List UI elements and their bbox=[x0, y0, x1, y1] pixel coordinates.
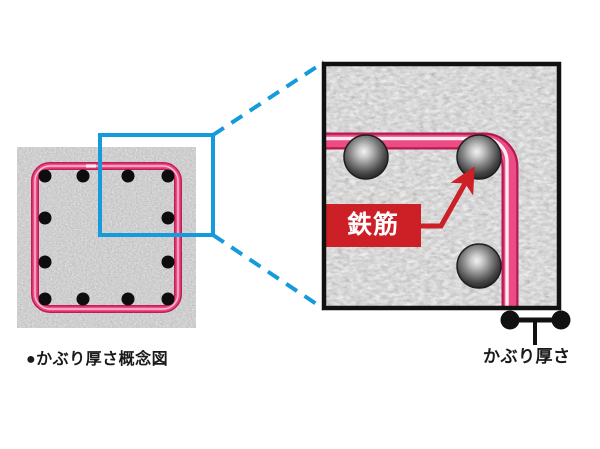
cover-thickness-caption: かぶり厚さ bbox=[483, 347, 571, 366]
cover-thickness-dimension bbox=[500, 310, 571, 345]
rebar-dot bbox=[161, 169, 175, 183]
rebar-dot bbox=[38, 292, 52, 306]
rebar-dot bbox=[161, 292, 175, 306]
overview-stirrup bbox=[31, 162, 182, 313]
rebar-dot bbox=[161, 255, 175, 269]
rebar-sphere-corner bbox=[456, 134, 502, 180]
rebar-dot bbox=[38, 211, 52, 225]
dimension-dot-left bbox=[500, 310, 520, 330]
rebar-dot bbox=[38, 255, 52, 269]
rebar-dot bbox=[76, 292, 90, 306]
lower-connector-line bbox=[211, 233, 326, 311]
rebar-callout-arrow bbox=[421, 166, 475, 229]
overview-caption: ●かぶり厚さ概念図 bbox=[26, 351, 169, 368]
overview-section bbox=[17, 133, 215, 328]
detail-section bbox=[321, 61, 562, 311]
rebar-dot bbox=[38, 169, 52, 183]
rebar-dot bbox=[76, 169, 90, 183]
zoom-connector-lines bbox=[211, 60, 326, 311]
rebar-sphere-left bbox=[343, 134, 389, 180]
overview-rebar-dots bbox=[38, 169, 175, 306]
dimension-dot-right bbox=[551, 310, 571, 330]
rebar-dot bbox=[121, 292, 135, 306]
upper-connector-line bbox=[211, 60, 326, 137]
detail-panel-frame bbox=[321, 61, 562, 311]
rebar-dot bbox=[121, 169, 135, 183]
rebar-callout-box bbox=[325, 204, 421, 247]
rebar-dot bbox=[161, 211, 175, 225]
detail-rebar-spheres bbox=[343, 134, 502, 289]
zoom-selection-box[interactable] bbox=[98, 133, 215, 237]
rebar-sphere-lower bbox=[456, 243, 502, 289]
